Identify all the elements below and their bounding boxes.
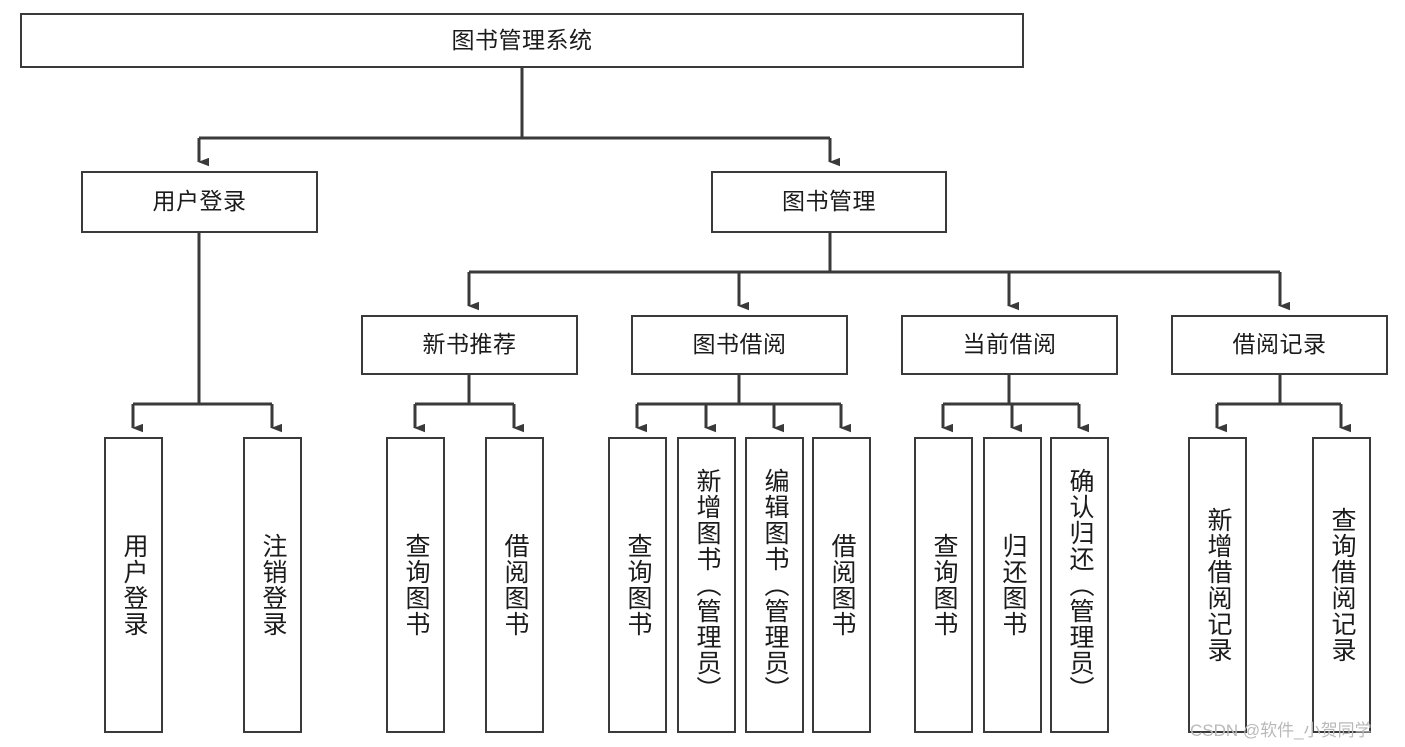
node-current-borrow[interactable]: 当前借阅 xyxy=(901,315,1118,375)
node-borrow-records[interactable]: 借阅记录 xyxy=(1171,315,1388,375)
node-leaf-edit-book-admin[interactable]: 编辑图书（管理员） xyxy=(745,437,804,733)
node-book-borrow[interactable]: 图书借阅 xyxy=(631,315,848,375)
node-leaf-borrow-book-label: 借阅图书 xyxy=(828,533,856,637)
node-leaf-logout[interactable]: 注销登录 xyxy=(243,437,302,733)
csdn-watermark: CSDN @软件_小贺同学 xyxy=(1190,721,1372,740)
node-leaf-return-book-label: 归还图书 xyxy=(999,533,1027,637)
node-current-borrow-label: 当前借阅 xyxy=(962,331,1057,358)
node-leaf-add-book-admin[interactable]: 新增图书（管理员） xyxy=(677,437,736,733)
node-leaf-logout-label: 注销登录 xyxy=(259,533,287,637)
node-leaf-query-borrow-record[interactable]: 查询借阅记录 xyxy=(1312,437,1371,733)
node-root[interactable]: 图书管理系统 xyxy=(20,13,1024,68)
node-user-login[interactable]: 用户登录 xyxy=(81,171,318,233)
node-leaf-borrow-book-newbook[interactable]: 借阅图书 xyxy=(485,437,544,733)
node-leaf-return-book[interactable]: 归还图书 xyxy=(983,437,1042,733)
node-leaf-add-book-admin-label: 新增图书（管理员） xyxy=(693,468,721,702)
node-leaf-borrow-book[interactable]: 借阅图书 xyxy=(812,437,871,733)
node-leaf-user-login-label: 用户登录 xyxy=(120,533,148,637)
node-new-book-recommend-label: 新书推荐 xyxy=(422,331,517,358)
node-leaf-borrow-book-newbook-label: 借阅图书 xyxy=(501,533,529,637)
node-leaf-query-book-borrow-label: 查询图书 xyxy=(624,533,652,637)
node-leaf-add-borrow-record-label: 新增借阅记录 xyxy=(1204,507,1232,663)
node-book-management[interactable]: 图书管理 xyxy=(711,171,947,233)
node-book-borrow-label: 图书借阅 xyxy=(692,331,787,358)
node-leaf-add-borrow-record[interactable]: 新增借阅记录 xyxy=(1188,437,1247,733)
node-leaf-query-book-newbook[interactable]: 查询图书 xyxy=(386,437,445,733)
node-leaf-query-book-current[interactable]: 查询图书 xyxy=(914,437,973,733)
node-new-book-recommend[interactable]: 新书推荐 xyxy=(361,315,578,375)
node-root-label: 图书管理系统 xyxy=(451,26,593,53)
node-user-login-label: 用户登录 xyxy=(152,188,247,215)
node-leaf-query-book-borrow[interactable]: 查询图书 xyxy=(608,437,667,733)
node-leaf-query-book-newbook-label: 查询图书 xyxy=(402,533,430,637)
node-leaf-edit-book-admin-label: 编辑图书（管理员） xyxy=(761,468,789,702)
node-leaf-query-book-current-label: 查询图书 xyxy=(930,533,958,637)
node-leaf-query-borrow-record-label: 查询借阅记录 xyxy=(1328,507,1356,663)
node-leaf-confirm-return-admin-label: 确认归还（管理员） xyxy=(1066,468,1094,702)
node-borrow-records-label: 借阅记录 xyxy=(1232,331,1327,358)
node-book-management-label: 图书管理 xyxy=(782,188,876,215)
node-leaf-confirm-return-admin[interactable]: 确认归还（管理员） xyxy=(1050,437,1109,733)
node-leaf-user-login[interactable]: 用户登录 xyxy=(104,437,163,733)
